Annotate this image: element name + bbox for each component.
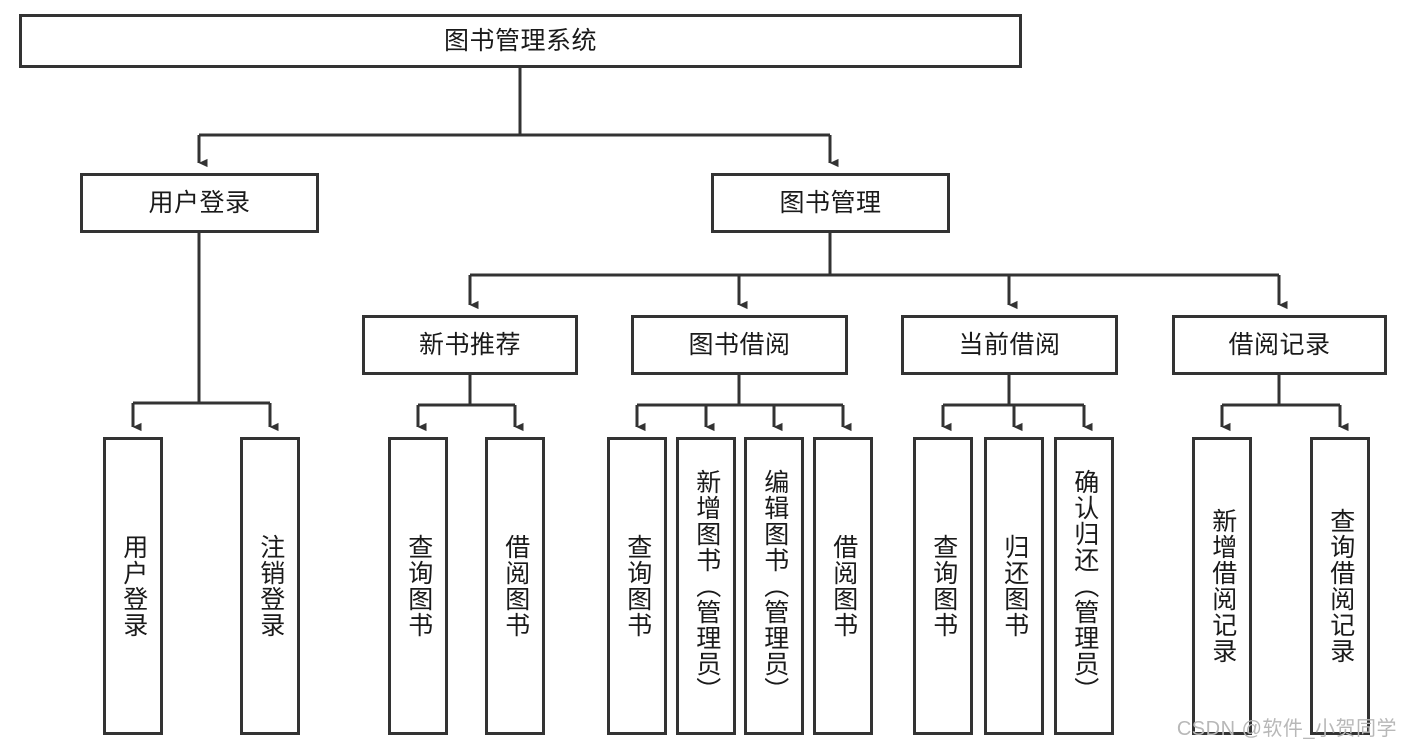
node-leaf-confirm-return-label: 确认归还（管理员） <box>1070 469 1099 703</box>
edges-book-borrow-to-leaves <box>635 375 852 432</box>
node-leaf-query-book-cur-label: 查询图书 <box>929 534 958 638</box>
node-current-borrow-label: 当前借阅 <box>958 330 1061 359</box>
node-book-management-label: 图书管理 <box>779 188 882 217</box>
edges-book-management-to-level3 <box>468 233 1288 310</box>
node-new-book-recommend[interactable]: 新书推荐 <box>362 315 578 375</box>
node-leaf-query-record[interactable]: 查询借阅记录 <box>1310 437 1370 735</box>
node-current-borrow[interactable]: 当前借阅 <box>901 315 1118 375</box>
node-leaf-add-book-label: 新增图书（管理员） <box>692 469 721 703</box>
node-leaf-query-book-borrow-label: 查询图书 <box>623 534 652 638</box>
node-root[interactable]: 图书管理系统 <box>19 14 1022 68</box>
edges-current-borrow-to-leaves <box>941 375 1093 432</box>
node-leaf-logout-label: 注销登录 <box>256 534 285 638</box>
node-leaf-query-book-rec[interactable]: 查询图书 <box>388 437 448 735</box>
node-leaf-return-book-label: 归还图书 <box>1000 534 1029 638</box>
node-leaf-borrow-book[interactable]: 借阅图书 <box>813 437 873 735</box>
node-leaf-edit-book[interactable]: 编辑图书（管理员） <box>744 437 804 735</box>
node-leaf-add-record[interactable]: 新增借阅记录 <box>1192 437 1252 735</box>
node-leaf-return-book[interactable]: 归还图书 <box>984 437 1044 735</box>
node-user-login-label: 用户登录 <box>148 188 251 217</box>
node-leaf-user-login[interactable]: 用户登录 <box>103 437 163 735</box>
node-leaf-logout[interactable]: 注销登录 <box>240 437 300 735</box>
node-leaf-query-book-cur[interactable]: 查询图书 <box>913 437 973 735</box>
edges-user-login-to-leaves <box>131 233 279 432</box>
edges-borrow-record-to-leaves <box>1220 375 1349 432</box>
node-borrow-record-label: 借阅记录 <box>1228 330 1331 359</box>
watermark-text: CSDN @软件_小贺同学 <box>1176 718 1397 740</box>
node-book-borrow-label: 图书借阅 <box>688 330 791 359</box>
node-borrow-record[interactable]: 借阅记录 <box>1172 315 1387 375</box>
node-leaf-borrow-book-label: 借阅图书 <box>829 534 858 638</box>
node-user-login[interactable]: 用户登录 <box>80 173 319 233</box>
node-leaf-query-record-label: 查询借阅记录 <box>1326 508 1355 664</box>
node-leaf-confirm-return[interactable]: 确认归还（管理员） <box>1054 437 1114 735</box>
node-leaf-user-login-label: 用户登录 <box>119 534 148 638</box>
node-leaf-query-book-rec-label: 查询图书 <box>404 534 433 638</box>
edges-root-to-level2 <box>197 68 839 168</box>
node-leaf-borrow-book-rec[interactable]: 借阅图书 <box>485 437 545 735</box>
node-book-management[interactable]: 图书管理 <box>711 173 950 233</box>
node-leaf-add-book[interactable]: 新增图书（管理员） <box>676 437 736 735</box>
node-leaf-edit-book-label: 编辑图书（管理员） <box>760 469 789 703</box>
node-leaf-query-book-borrow[interactable]: 查询图书 <box>607 437 667 735</box>
node-leaf-borrow-book-rec-label: 借阅图书 <box>501 534 530 638</box>
node-new-book-recommend-label: 新书推荐 <box>418 330 521 359</box>
node-book-borrow[interactable]: 图书借阅 <box>631 315 848 375</box>
node-root-label: 图书管理系统 <box>443 26 597 55</box>
edges-new-book-recommend-to-leaves <box>416 375 524 432</box>
node-leaf-add-record-label: 新增借阅记录 <box>1208 508 1237 664</box>
